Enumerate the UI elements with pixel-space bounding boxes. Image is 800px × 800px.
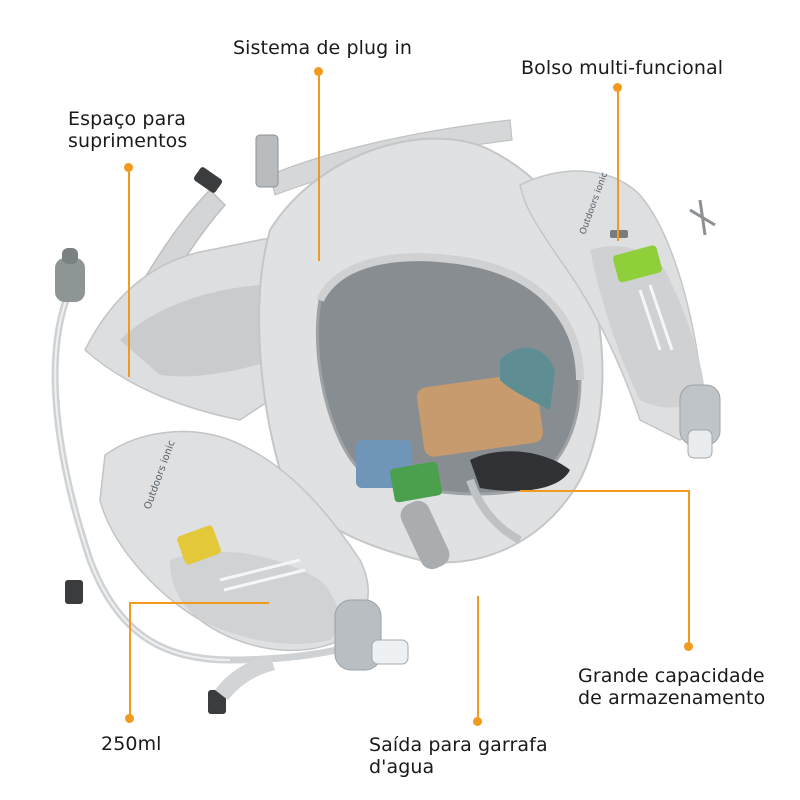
left-flask-pocket bbox=[170, 551, 339, 644]
metal-bottle bbox=[400, 500, 450, 570]
label-bottle-outlet: Saída para garrafa d'agua bbox=[369, 734, 548, 778]
callout-line-bottle-outlet bbox=[477, 596, 479, 721]
tan-towel bbox=[417, 373, 543, 457]
right-pocket-zip-pull bbox=[610, 230, 628, 238]
bottom-buckle bbox=[208, 690, 226, 714]
right-bungee-cord bbox=[689, 199, 716, 236]
left-side-inner bbox=[120, 285, 275, 377]
water-bladder-tube bbox=[466, 478, 522, 544]
callout-line-250ml bbox=[129, 602, 131, 718]
top-buckle bbox=[255, 134, 279, 188]
callout-line-capacity bbox=[688, 490, 690, 646]
label-plug-in-system: Sistema de plug in bbox=[233, 37, 412, 59]
yellow-gel-packet bbox=[177, 525, 221, 565]
right-flask-cap bbox=[687, 429, 713, 459]
bottom-strap bbox=[215, 655, 275, 700]
compartment-rim bbox=[316, 253, 584, 381]
left-strap-buckle bbox=[193, 167, 223, 193]
callout-dot-250ml bbox=[125, 714, 134, 723]
green-gel-packet bbox=[613, 245, 662, 283]
reflective-stripes-right bbox=[638, 284, 674, 351]
snack-packet bbox=[390, 461, 442, 503]
callout-line-plug-in bbox=[318, 71, 320, 261]
left-flask bbox=[334, 599, 382, 671]
callout-line-capacity-horizontal bbox=[520, 490, 690, 492]
callout-dot-capacity bbox=[684, 642, 693, 651]
label-multi-pocket: Bolso multi-funcional bbox=[521, 57, 724, 79]
label-large-capacity: Grande capacidade de armazenamento bbox=[578, 665, 766, 709]
bite-valve-tip bbox=[62, 248, 78, 264]
teal-clothing bbox=[500, 347, 555, 410]
left-lower-buckle bbox=[65, 580, 83, 604]
right-flask-pocket bbox=[590, 246, 705, 408]
callout-line-supplies bbox=[128, 167, 130, 377]
callout-dot-plug-in bbox=[314, 67, 323, 76]
label-250ml: 250ml bbox=[101, 733, 162, 755]
hydration-tube-highlight bbox=[54, 289, 231, 661]
callout-line-250ml-horizontal bbox=[129, 602, 269, 604]
bite-valve bbox=[55, 258, 85, 302]
callout-line-multi-pocket bbox=[617, 87, 619, 241]
label-supplies-space: Espaço para suprimentos bbox=[68, 108, 188, 152]
sunglasses bbox=[470, 451, 570, 491]
left-flask-cap bbox=[371, 639, 409, 665]
callout-dot-supplies bbox=[124, 163, 133, 172]
reflective-stripes-left bbox=[219, 558, 306, 592]
callout-dot-bottle-outlet bbox=[473, 717, 482, 726]
callout-dot-multi-pocket bbox=[613, 83, 622, 92]
